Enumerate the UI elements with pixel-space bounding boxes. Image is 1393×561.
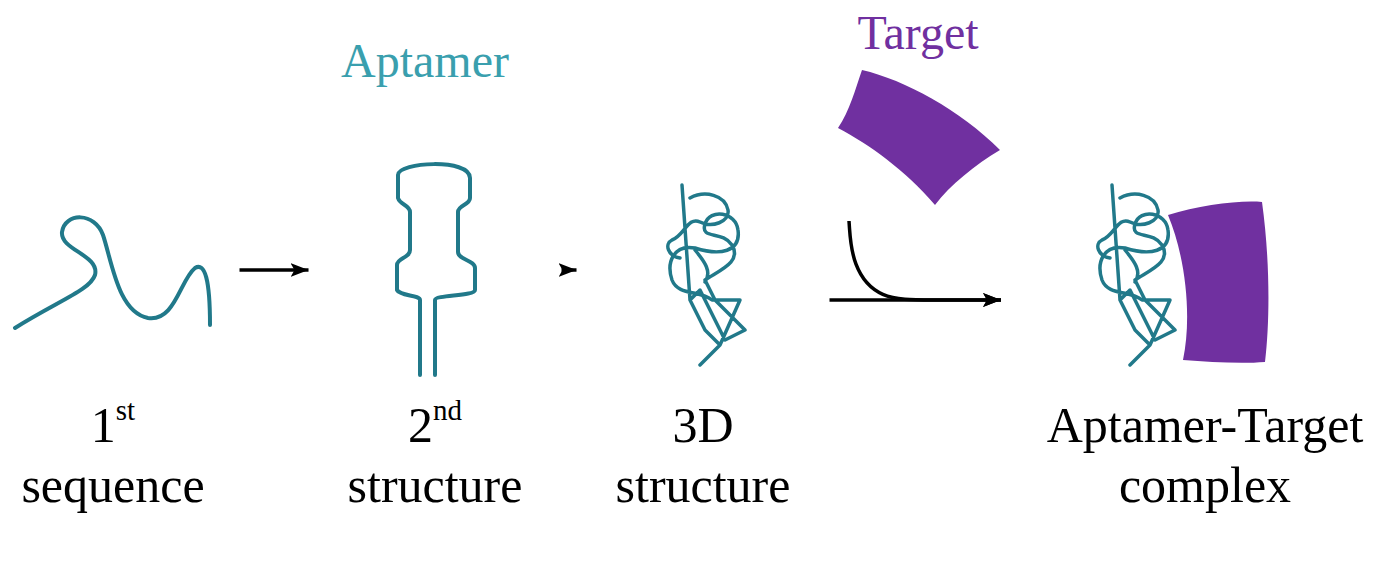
stage-group: 2nd structure [315, 150, 556, 521]
tertiary-structure [668, 185, 745, 365]
stage-caption: Aptamer-Target complex [1015, 395, 1393, 515]
process-arrow [849, 221, 1001, 300]
stage-caption: 3D structure [591, 395, 816, 515]
process-arrow [562, 268, 577, 272]
stage-caption: 2nd structure [323, 395, 548, 515]
target-shape [838, 70, 1000, 205]
process-arrow [240, 268, 309, 272]
sequence-strand [15, 217, 210, 328]
secondary-structure [397, 164, 475, 375]
stage-caption: 1st sequence [1, 395, 226, 515]
group-label: Aptamer [341, 36, 509, 86]
target-group: Target [833, 8, 1003, 215]
complex-target [1168, 202, 1268, 363]
stage-group: 3D structure [583, 150, 824, 521]
stage-group: Aptamer-Target complex [1007, 150, 1393, 521]
complex-aptamer [1098, 185, 1175, 365]
stage-group: 1st sequence [0, 150, 234, 521]
target-label: Target [857, 8, 978, 58]
